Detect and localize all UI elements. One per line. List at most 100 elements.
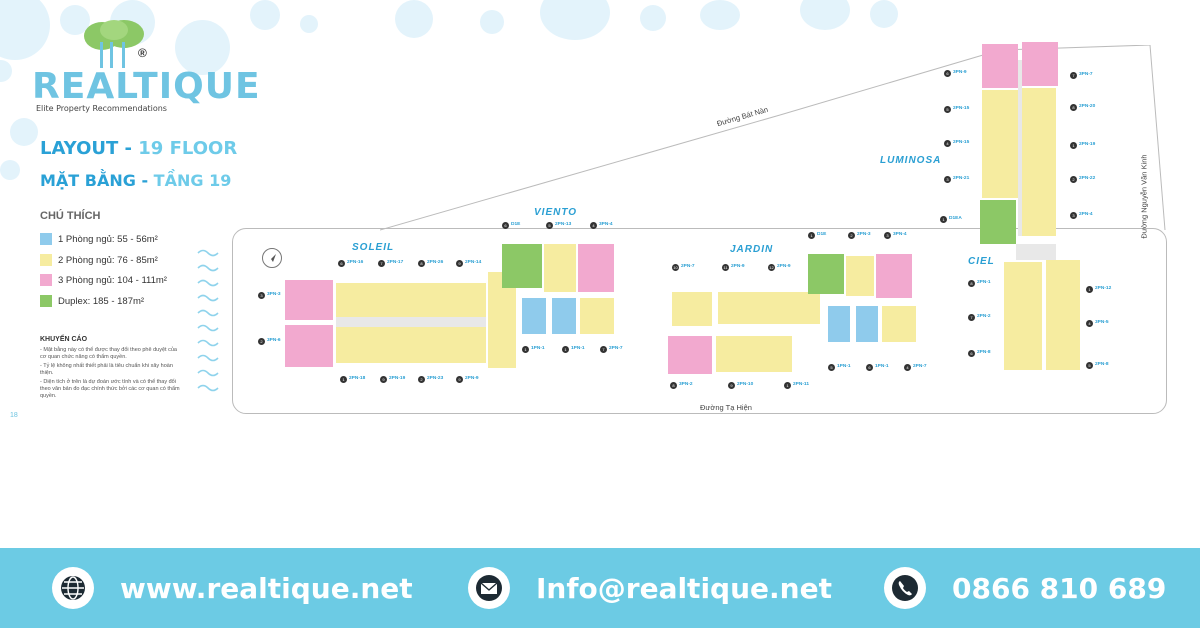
unit-2br (716, 336, 792, 372)
unit-3br (1022, 42, 1058, 86)
footer-website[interactable]: www.realtique.net (52, 548, 413, 628)
block-label-luminosa: LUMINOSA (880, 155, 942, 166)
layout-title-vi: MẶT BẰNG - TẦNG 19 (40, 171, 232, 190)
decor-bubble (175, 20, 230, 75)
unit-3br (285, 280, 333, 320)
corridor (1016, 244, 1056, 260)
unit-2br (672, 292, 712, 326)
phone-icon (884, 567, 926, 609)
unit-2br (336, 283, 486, 317)
unit-2br (488, 272, 516, 368)
decor-bubble (250, 0, 280, 30)
contact-footer: www.realtique.net Info@realtique.net 086… (0, 548, 1200, 628)
decor-bubble (10, 118, 38, 146)
legend-title: CHÚ THÍCH (40, 210, 101, 222)
unit-2br (982, 90, 1018, 198)
wave-decoration (197, 249, 219, 392)
tree-logo-icon (84, 20, 144, 68)
unit-duplex (808, 254, 844, 294)
decor-bubble (60, 5, 90, 35)
unit-2br (846, 256, 874, 296)
decor-bubble (700, 0, 740, 30)
decor-bubble (395, 0, 433, 38)
corridor (336, 317, 486, 327)
decor-bubble (300, 15, 318, 33)
legend-item-duplex: Duplex: 185 - 187m² (40, 295, 144, 307)
footer-phone[interactable]: 0866 810 689 (884, 548, 1166, 628)
site-boundary-diagonal (380, 45, 1166, 231)
road-label-right: Đường Nguyễn Văn Kinh (1139, 154, 1149, 239)
unit-2br (1022, 88, 1056, 236)
notes-list: - Mặt bằng này có thể được thay đổi theo… (40, 347, 180, 402)
block-label-soleil: SOLEIL (352, 242, 395, 253)
unit-2br (1004, 262, 1042, 370)
legend-item-2br: 2 Phòng ngủ: 76 - 85m² (40, 254, 158, 266)
decor-bubble (0, 0, 50, 60)
globe-icon (52, 567, 94, 609)
unit-2br (336, 327, 486, 363)
unit-2br (882, 306, 916, 342)
mail-icon (468, 567, 510, 609)
legend-item-3br: 3 Phòng ngủ: 104 - 111m² (40, 274, 167, 286)
footer-email[interactable]: Info@realtique.net (468, 548, 832, 628)
unit-2br (580, 298, 614, 334)
email-text: Info@realtique.net (536, 571, 832, 605)
corridor (1018, 60, 1022, 236)
unit-1br (856, 306, 878, 342)
brand-logo-text: REALTIQUE (32, 66, 261, 107)
decor-bubble (0, 160, 20, 180)
unit-3br (876, 254, 912, 298)
notes-title: KHUYẾN CÁO (40, 336, 88, 343)
unit-3br (578, 244, 614, 292)
brand-tagline: Elite Property Recommendations (36, 104, 167, 113)
note-item: - Diện tích ở trên là dự đoán ước tính v… (40, 379, 180, 399)
decor-bubble (870, 0, 898, 28)
unit-1br (552, 298, 576, 334)
page-number: 18 (10, 412, 18, 419)
unit-2br (544, 244, 576, 292)
unit-3br (285, 325, 333, 367)
decor-bubble (800, 0, 850, 30)
unit-3br (982, 44, 1018, 88)
registered-mark: ® (138, 46, 147, 60)
note-item: - Mặt bằng này có thể được thay đổi theo… (40, 347, 177, 360)
road-label-bottom: Đường Tạ Hiện (700, 403, 752, 412)
site-boundary (232, 228, 1167, 414)
layout-title-en: LAYOUT - 19 FLOOR (40, 138, 238, 159)
compass-icon (262, 248, 282, 268)
